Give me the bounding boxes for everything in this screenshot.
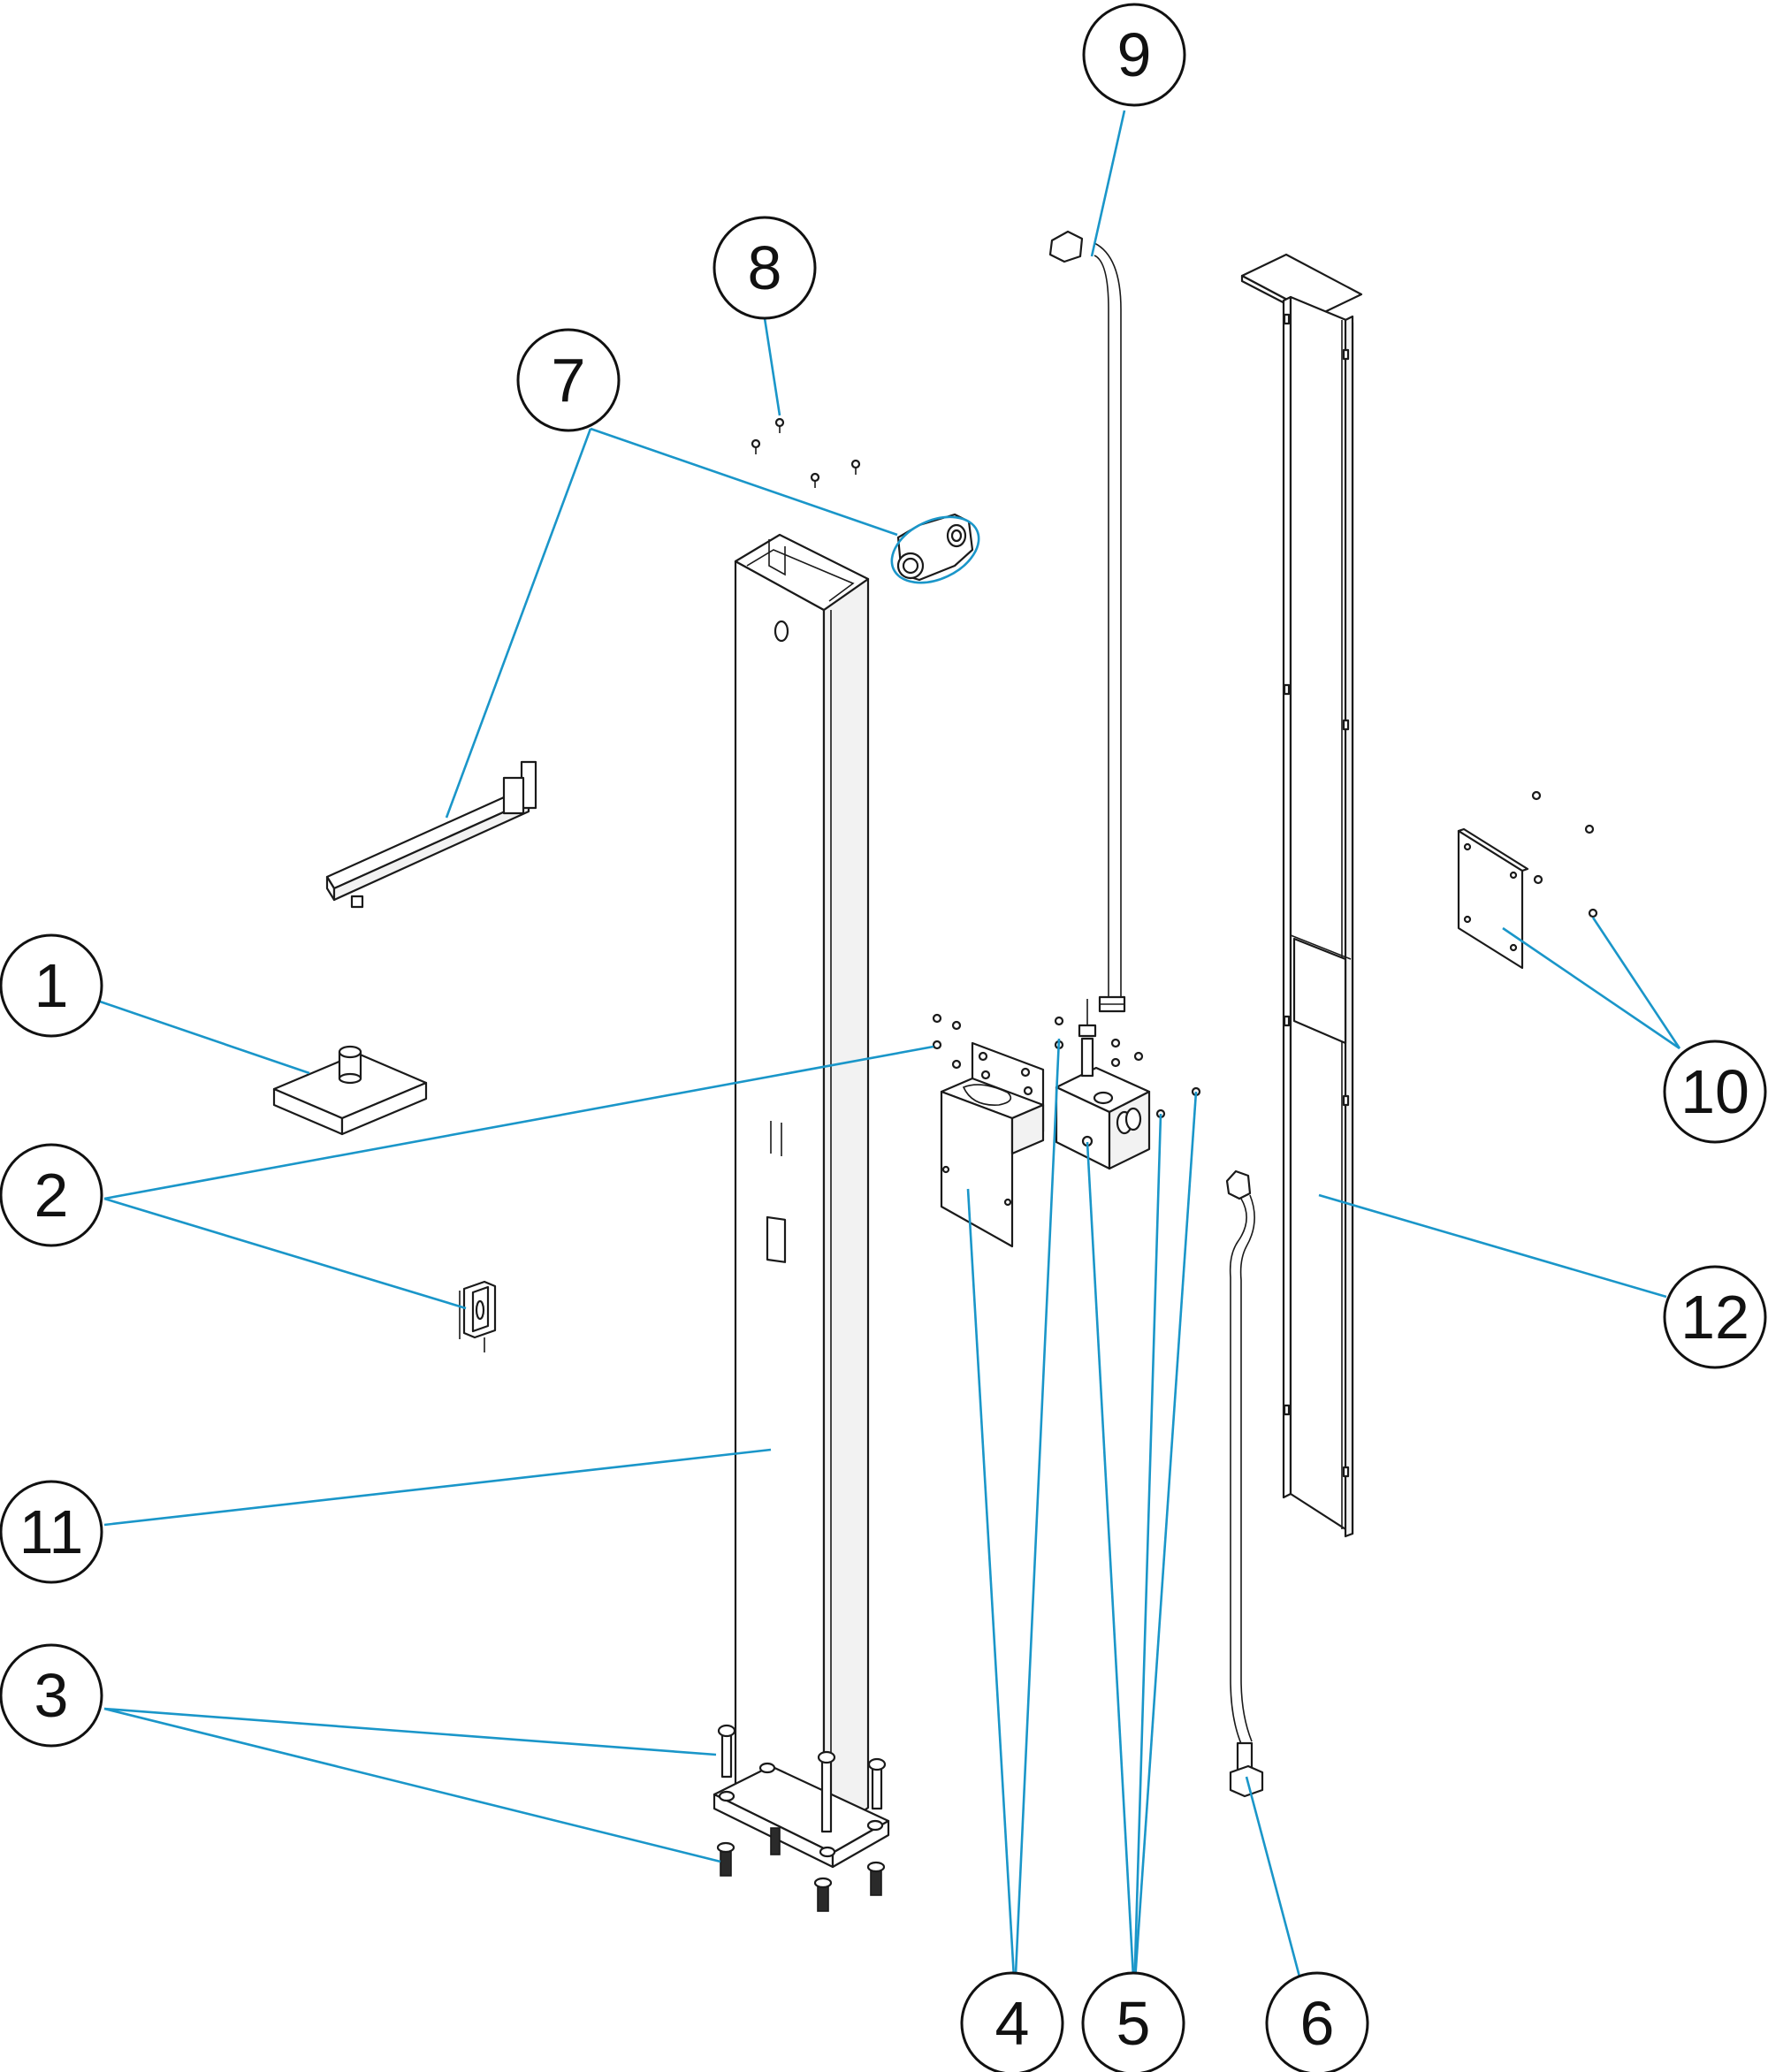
callout-label-2: 2 bbox=[34, 1161, 69, 1230]
callout-label-7: 7 bbox=[552, 346, 586, 415]
callout-bubble-3: 3 bbox=[0, 1643, 103, 1748]
leader-10a bbox=[1502, 926, 1680, 1050]
callout-bubble-1: 1 bbox=[0, 933, 103, 1038]
callout-bubble-5: 5 bbox=[1081, 1971, 1185, 2072]
leader-9 bbox=[1090, 110, 1126, 257]
callout-bubble-2: 2 bbox=[0, 1143, 103, 1247]
callout-bubble-4: 4 bbox=[960, 1971, 1064, 2072]
callout-label-3: 3 bbox=[34, 1661, 69, 1730]
main-column bbox=[713, 533, 890, 1869]
leader-10b bbox=[1591, 917, 1681, 1049]
anchor-bolts bbox=[716, 1724, 887, 1912]
leader-7b bbox=[590, 427, 898, 537]
callout-label-6: 6 bbox=[1300, 1989, 1335, 2058]
callout-label-4: 4 bbox=[995, 1989, 1030, 2058]
callout-bubble-12: 12 bbox=[1663, 1265, 1767, 1369]
callout-label-11: 11 bbox=[19, 1497, 84, 1566]
leader-5c bbox=[1132, 1091, 1198, 1994]
top-screws bbox=[751, 417, 861, 488]
leader-7a bbox=[445, 428, 592, 819]
callout-label-10: 10 bbox=[1680, 1057, 1749, 1126]
riser-pipe bbox=[1048, 230, 1126, 1013]
leader-1 bbox=[99, 1000, 310, 1075]
flexible-hose bbox=[1225, 1169, 1264, 1798]
callout-bubble-6: 6 bbox=[1265, 1971, 1369, 2072]
leader-5a bbox=[1086, 1141, 1136, 1994]
leader-4a bbox=[966, 1188, 1017, 1994]
callout-label-9: 9 bbox=[1117, 20, 1152, 89]
leader-3a bbox=[103, 1707, 717, 1756]
callout-label-8: 8 bbox=[748, 233, 782, 302]
callout-label-5: 5 bbox=[1116, 1989, 1151, 2058]
callout-bubble-9: 9 bbox=[1082, 3, 1186, 107]
leader-2b bbox=[103, 1197, 467, 1310]
callout-bubble-11: 11 bbox=[0, 1480, 103, 1584]
leader-2a bbox=[103, 1045, 934, 1200]
leader-12 bbox=[1318, 1193, 1667, 1299]
callout-label-1: 1 bbox=[34, 951, 69, 1020]
mounting-bracket bbox=[932, 1013, 1045, 1248]
leader-lines bbox=[99, 110, 1681, 1994]
shower-arm bbox=[325, 513, 974, 909]
callout-label-12: 12 bbox=[1680, 1283, 1749, 1352]
leader-7-ring bbox=[890, 515, 980, 584]
callout-bubble-7: 7 bbox=[516, 328, 621, 432]
leader-3b bbox=[103, 1707, 721, 1863]
valve-block bbox=[1054, 999, 1201, 1170]
callout-bubble-10: 10 bbox=[1663, 1040, 1767, 1144]
shower-head bbox=[272, 1045, 428, 1136]
leader-8 bbox=[763, 317, 781, 416]
back-cover bbox=[1240, 253, 1363, 1538]
leader-4b bbox=[1013, 1038, 1061, 1994]
push-button bbox=[459, 1280, 497, 1352]
leader-6 bbox=[1245, 1776, 1306, 1994]
leader-11 bbox=[103, 1448, 772, 1527]
callout-bubble-8: 8 bbox=[713, 216, 817, 320]
access-plate bbox=[1457, 790, 1598, 970]
leader-5b bbox=[1132, 1113, 1162, 1994]
